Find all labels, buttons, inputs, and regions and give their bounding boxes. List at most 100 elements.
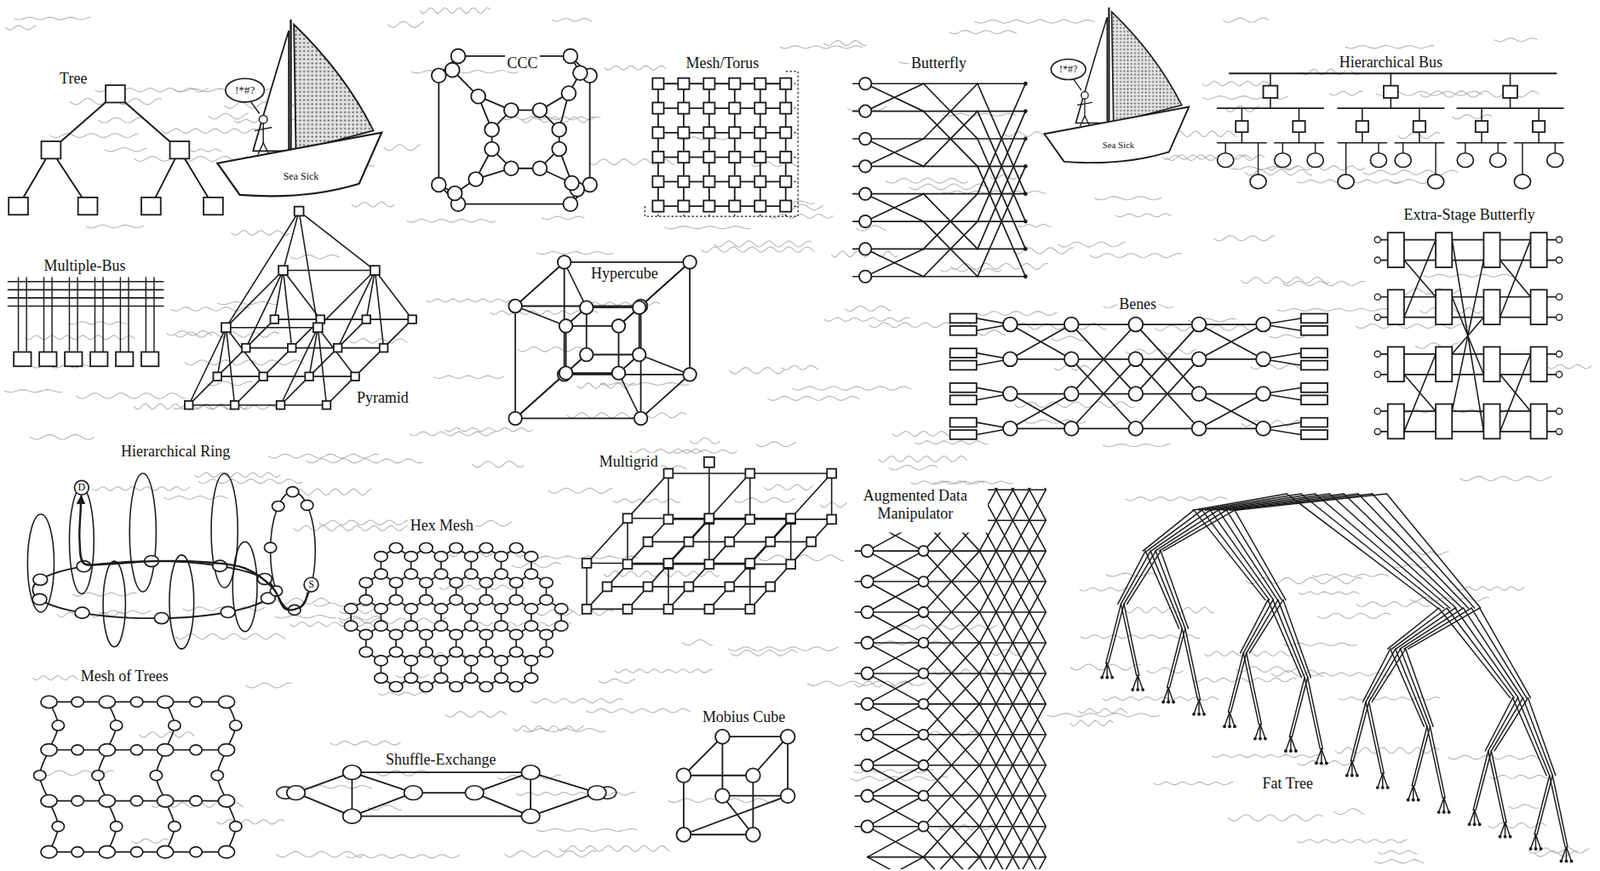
wave-line [1080,635,1200,639]
wave-line [756,441,797,448]
mesh-node [652,200,664,212]
ccc-node [451,49,466,64]
link-line [979,826,1046,871]
bus-interface [1356,120,1369,132]
ring-node [154,613,169,625]
wave-line [781,365,819,370]
link-line [1071,324,1136,394]
leaf-dot [1350,774,1354,778]
link-line [867,795,924,798]
link-line [867,734,924,766]
link-line [1500,240,1532,318]
wave-line [97,117,148,123]
network-label: Butterfly [909,54,970,72]
wave-line [175,633,286,640]
network-label: Fat Tree [1260,774,1315,792]
bus-line [8,305,164,308]
link-line [867,796,924,827]
link-line [867,612,924,643]
hex-node [494,568,509,580]
wave-line [1222,17,1269,23]
link-line [979,122,1046,246]
link-line [1229,493,1373,511]
link-line [607,585,649,588]
ccc-node [447,186,463,201]
local-ring [169,555,195,649]
link-line [274,318,321,321]
link-line [979,458,1046,460]
grid-node [724,537,735,547]
label-text: Mesh/Torus [686,54,760,71]
link-line [923,765,980,827]
link-line [923,367,980,429]
bus-line [1337,107,1445,109]
grid-node [582,604,592,614]
io-port [1555,257,1562,264]
processor-node [13,351,31,367]
link-line [153,277,155,354]
link-line [979,765,1046,871]
wave-line [824,40,867,46]
wave-line [1317,613,1391,619]
link-line [923,275,980,338]
tree-node [203,197,224,215]
link-line [1369,701,1385,774]
benes-switch [1255,317,1271,333]
wave-line [1298,591,1360,595]
link-line [586,354,640,356]
leaf-dot [1284,749,1288,753]
bus-interface [1413,120,1426,132]
link-line [1518,698,1550,776]
wave-line [877,455,967,462]
leaf-dot [1406,798,1411,803]
shuffle-node [404,785,424,801]
link-line [867,857,924,871]
bus-line [1456,142,1507,144]
wave-line [664,226,751,230]
wave-line [1102,443,1170,447]
leaf-node [217,795,235,808]
wave-line [1362,170,1457,175]
link-line [867,428,924,459]
ccc-node [470,89,486,104]
wave-line [1078,708,1128,714]
adm-node [860,790,873,803]
link-line [1307,677,1324,750]
link-line [867,704,924,735]
mesh-node [652,126,664,138]
adm-node [918,729,930,740]
hex-node [479,595,494,606]
switch-box [1435,346,1452,382]
wave-line [767,395,860,401]
butterfly-node [859,215,872,228]
label-text: Benes [1118,295,1157,312]
leaf-dot [1130,688,1135,692]
endpoint-circle [74,480,89,495]
link-line [867,397,924,429]
link-line [867,765,924,797]
wave-line [91,486,190,491]
link-line [1155,550,1186,629]
pyramid-node [361,315,371,324]
link-line [1224,143,1226,154]
link-line [1108,603,1125,664]
link-line [458,203,571,206]
wave-line [791,386,912,390]
link-line [1372,493,1475,608]
mesh-node [779,102,792,114]
wave-line [425,298,515,303]
link-line [923,428,980,490]
link-line [1135,359,1199,429]
link-line [1202,510,1270,600]
link-line [923,397,980,459]
switch-box [1531,404,1548,440]
link-line [867,581,924,613]
io-box [950,430,977,440]
leaf-dot [1171,700,1176,705]
link-line [17,277,19,354]
wave-line [1456,586,1525,591]
link-line [1071,427,1136,430]
link-line [641,374,691,419]
bus-interface [1235,120,1248,132]
hex-node [524,620,539,631]
